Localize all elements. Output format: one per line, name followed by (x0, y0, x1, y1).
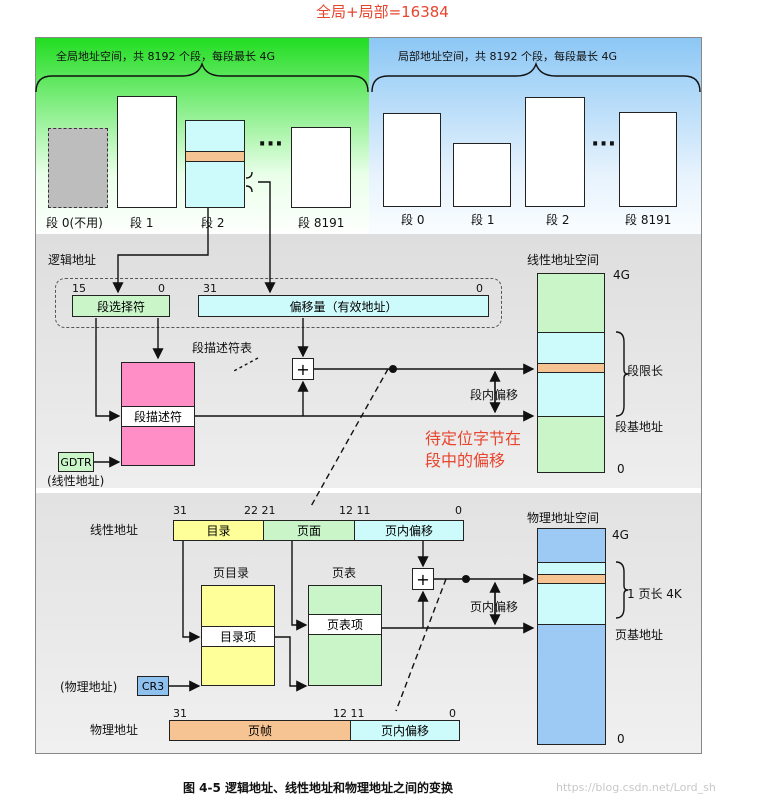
physical-address-label: 物理地址 (90, 723, 139, 737)
ellipsis: ··· (591, 132, 617, 157)
cr3-note: (物理地址) (60, 680, 118, 694)
page-frame-field: 页帧 (169, 720, 351, 741)
directory-entry: 目录项 (201, 626, 275, 647)
physical-space-title: 物理地址空间 (527, 511, 600, 525)
global-space-label: 全局地址空间，共 8192 个段，每段最长 4G (56, 50, 276, 63)
linear-segment (537, 332, 605, 417)
bit-label: 0 (455, 504, 462, 517)
bit-label: 15 (72, 282, 86, 295)
page-size-label: 1 页长 4K (627, 587, 682, 601)
local-segment-2 (525, 97, 585, 207)
linear-top-label: 4G (613, 268, 630, 282)
segment-adder: + (292, 358, 314, 380)
segment-label: 段 2 (546, 213, 570, 227)
segment-label: 段 1 (471, 213, 495, 227)
segment-limit-label: 段限长 (627, 364, 664, 378)
local-segment-0 (383, 113, 441, 207)
local-segment-1 (453, 143, 511, 207)
physical-target-byte (538, 574, 605, 584)
offset-note-line: 待定位字节在 (425, 429, 522, 448)
segment-label: 段 0 (401, 213, 425, 227)
ellipsis: ··· (258, 132, 284, 157)
segment-2-highlight (186, 151, 244, 162)
descriptor-table-label: 段描述符表 (192, 341, 253, 355)
segment-label: 段 2 (201, 216, 225, 230)
bit-label: 31 (203, 282, 217, 295)
page-table-entry: 页表项 (308, 614, 382, 635)
offset-note-line: 段中的偏移 (425, 451, 506, 470)
segment-label: 段 8191 (625, 213, 672, 227)
page-base-label: 页基地址 (615, 628, 664, 642)
bit-label: 31 (173, 504, 187, 517)
bit-label: 0 (476, 282, 483, 295)
linear-space-title: 线性地址空间 (527, 253, 600, 267)
page-offset-field: 页内偏移 (354, 520, 464, 541)
linear-target-byte (538, 363, 604, 373)
physical-top-label: 4G (612, 528, 629, 542)
gdtr-register: GDTR (58, 452, 94, 472)
physical-page (537, 562, 606, 625)
page-table-title: 页表 (332, 566, 357, 580)
segment-8191 (291, 127, 351, 208)
logical-address-group (55, 278, 502, 328)
watermark: https://blog.csdn.net/Lord_sh (556, 781, 716, 794)
bit-label: 31 (173, 707, 187, 720)
page-directory-title: 页目录 (213, 566, 250, 580)
bit-label: 0 (158, 282, 165, 295)
page-adder: + (412, 568, 434, 590)
linear-address-label: 线性地址 (90, 523, 139, 537)
bit-label: 12 11 (333, 707, 365, 720)
figure-caption: 图 4-5 逻辑地址、线性地址和物理地址之间的变换 (183, 781, 454, 795)
segment-2 (185, 120, 245, 208)
directory-field: 目录 (173, 520, 264, 541)
total-segments-label: 全局+局部=16384 (316, 3, 449, 21)
bit-label: 12 11 (339, 504, 371, 517)
segment-base-label: 段基地址 (615, 420, 664, 434)
page-field: 页面 (263, 520, 355, 541)
gdtr-note: (线性地址) (47, 474, 105, 488)
offset-in-page-label: 页内偏移 (470, 600, 519, 614)
logical-address-label: 逻辑地址 (48, 253, 97, 267)
offset-field: 偏移量（有效地址） (198, 295, 489, 317)
linear-bottom-label: 0 (617, 462, 625, 476)
local-segment-8191 (619, 112, 677, 207)
bit-label: 0 (449, 707, 456, 720)
figure-frame (35, 37, 702, 754)
physical-bottom-label: 0 (617, 732, 625, 746)
segment-descriptor: 段描述符 (121, 406, 195, 427)
physical-offset-field: 页内偏移 (350, 720, 460, 741)
cr3-register: CR3 (137, 676, 169, 696)
segment-selector: 段选择符 (72, 295, 170, 317)
bit-label: 22 21 (244, 504, 276, 517)
page-table (308, 585, 382, 686)
segment-label: 段 8191 (298, 216, 345, 230)
segment-label: 段 0(不用) (46, 216, 103, 230)
segment-label: 段 1 (130, 216, 154, 230)
segment-0-unused (48, 128, 108, 208)
segment-1 (117, 96, 177, 208)
offset-in-segment-label: 段内偏移 (470, 388, 519, 402)
local-space-label: 局部地址空间，共 8192 个段，每段最长 4G (398, 50, 618, 63)
